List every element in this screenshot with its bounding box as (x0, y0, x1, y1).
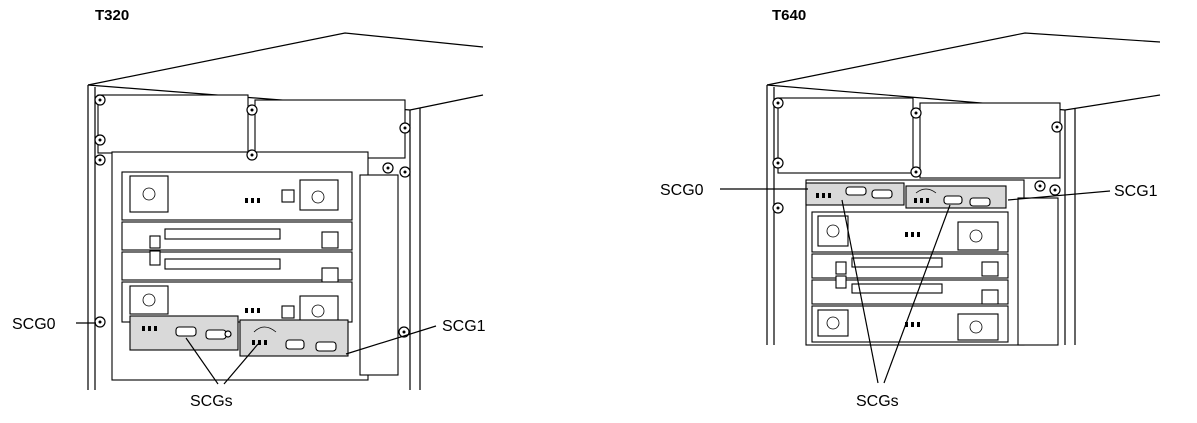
t320-scg1-module (239, 319, 349, 357)
t640-scg1-label: SCG1 (1114, 183, 1158, 200)
t640-screws (772, 97, 1063, 214)
t640-callouts: SCG0 SCG1 SCGs (660, 182, 1158, 410)
t640-router: T640 (660, 7, 1161, 410)
t320-scg0-module (129, 315, 239, 351)
t640-title: T640 (772, 7, 806, 24)
t320-scg1-label: SCG1 (442, 318, 486, 335)
t640-scg0-label: SCG0 (660, 182, 704, 199)
t320-scg0-label: SCG0 (12, 316, 56, 333)
t320-callouts: SCG0 SCG1 SCGs (12, 316, 486, 410)
t640-scgs-label: SCGs (856, 393, 899, 410)
t640-scg0-module (805, 182, 905, 206)
t320-scgs-label: SCGs (190, 393, 233, 410)
t640-card-slots (811, 211, 1009, 343)
t320-screws (94, 94, 411, 338)
t640-scg1-module (905, 185, 1007, 209)
t320-router: T320 (12, 7, 486, 410)
t320-card-slots (121, 171, 353, 327)
t320-title: T320 (95, 7, 129, 24)
